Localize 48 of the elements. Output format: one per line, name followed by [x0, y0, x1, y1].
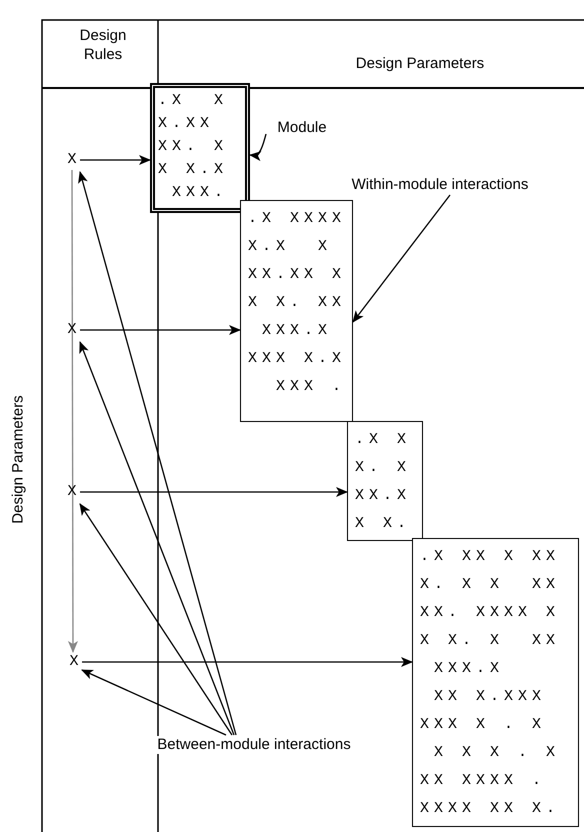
matrix-row-text: XX. XXXX X	[420, 603, 562, 623]
matrix-block	[150, 83, 250, 213]
matrix-row-text: .X X	[158, 91, 230, 111]
connector-arrow	[80, 325, 241, 335]
matrix-row-text: XXX .	[275, 377, 348, 397]
matrix-row-text: XXX.	[171, 183, 230, 203]
matrix-block	[412, 538, 579, 827]
matrix-row-text: XXX.X	[433, 659, 506, 679]
header-label: Design Rules	[78, 26, 128, 64]
matrix-block	[347, 421, 423, 541]
matrix-row-text: X.X X	[248, 237, 334, 257]
connector-arrow	[68, 170, 78, 653]
matrix-row-text: X X. X XX	[420, 631, 562, 651]
matrix-row-text: XX.XX X	[248, 265, 348, 285]
connector-arrow	[82, 657, 413, 667]
matrix-row-text: XX.X	[355, 486, 412, 506]
matrix-row-text: XXX.X	[261, 321, 334, 341]
matrix-row-text: XX X.XXX	[433, 687, 548, 707]
rule-mark: X	[68, 654, 80, 670]
matrix-row-text: X X. XX	[248, 293, 348, 313]
connector-arrow	[352, 194, 451, 323]
connector-arrow	[249, 134, 267, 162]
matrix-row-text: XXXX XX X.	[420, 799, 562, 819]
matrix-row-text: XX XXXX .	[420, 771, 548, 791]
connector-arrow	[78, 171, 237, 736]
connector-arrow	[80, 155, 151, 165]
matrix-row-text: XXX X . X	[420, 715, 548, 735]
matrix-row-text: XXX X.X	[248, 349, 348, 369]
rule-mark: X	[66, 484, 78, 500]
rule-mark: X	[66, 152, 78, 168]
connector-arrow	[81, 669, 226, 736]
header-label: Design Parameters	[354, 54, 486, 73]
matrix-row-text: X.XX	[158, 114, 216, 134]
matrix-block	[240, 200, 353, 422]
matrix-row-text: X X X . X	[433, 743, 562, 763]
matrix-row-text: XX. X	[158, 137, 230, 157]
connector-arrow	[79, 503, 233, 736]
matrix-row-text: X. X X XX	[420, 575, 562, 595]
rule-mark: X	[66, 322, 78, 338]
matrix-row-text: .X XXXX	[248, 209, 348, 229]
matrix-row-text: X X.X	[158, 160, 230, 180]
connector-arrow	[80, 487, 348, 497]
matrix-row-text: X. X	[355, 458, 412, 478]
header-label: Design Parameters	[8, 394, 28, 526]
matrix-row-text: X X.	[355, 514, 412, 534]
matrix-row-text: .X XX X XX	[420, 547, 562, 567]
matrix-row-text: .X X	[355, 430, 412, 450]
connector-arrow	[79, 341, 235, 736]
